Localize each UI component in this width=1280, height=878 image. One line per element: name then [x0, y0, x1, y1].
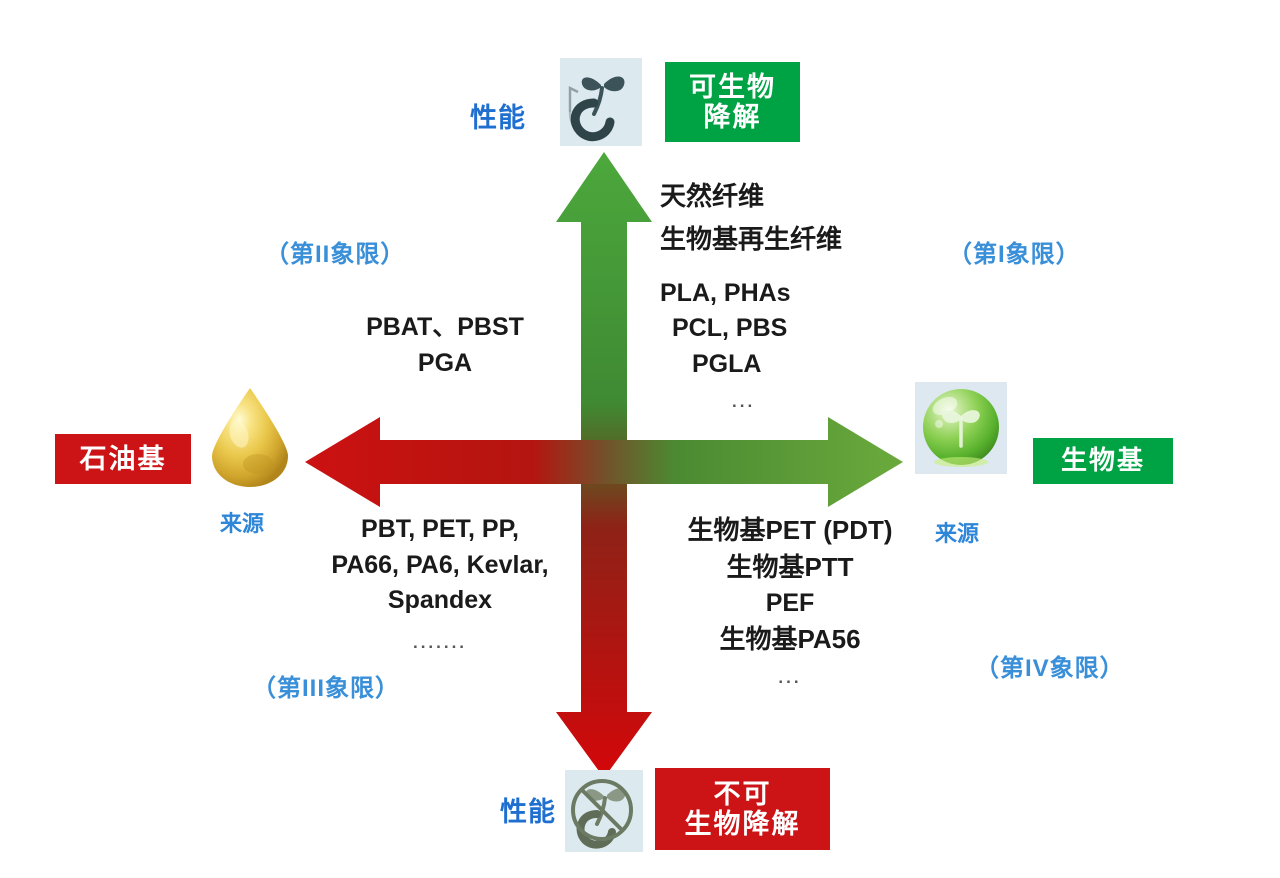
quadrant-3-items: PBT, PET, PP, PA66, PA6, Kevlar, Spandex… — [300, 512, 580, 653]
quadrant-2-items: PBAT、PBST PGA — [330, 310, 560, 381]
q3-item-2: Spandex — [387, 586, 493, 614]
quadrant-4-items: 生物基PET (PDT) 生物基PTT PEF 生物基PA56 ... — [640, 512, 940, 688]
q2-item-1: PGA — [417, 348, 473, 377]
right-source-label: 来源 — [935, 521, 980, 546]
left-source-label: 来源 — [220, 511, 265, 536]
biodegradable-sprout-icon — [560, 58, 642, 146]
q2-item-0: PBAT、PBST — [366, 313, 524, 341]
petroleum-based-tag: 石油基 — [55, 434, 191, 484]
q1-item-2: PLA, PHAs — [660, 278, 791, 307]
non-biodegradable-tag-line2: 生物降解 — [684, 809, 801, 839]
quadrant-1-items: 天然纤维 生物基再生纤维 PLA, PHAs PCL, PBS PGLA ... — [660, 178, 960, 412]
q4-item-4: ... — [778, 668, 802, 688]
non-biodegradable-tag: 不可 生物降解 — [655, 768, 830, 850]
q3-item-3: ....... — [412, 632, 468, 652]
green-bio-globe-icon — [915, 382, 1007, 474]
non-biodegradable-crossed-sprout-icon — [565, 770, 643, 852]
quadrant-3-label: （第III象限） — [252, 675, 401, 702]
q1-item-1: 生物基再生纤维 — [660, 223, 843, 254]
horizontal-axis-arrow — [305, 417, 903, 507]
q4-item-1: 生物基PTT — [726, 551, 854, 582]
top-axis-label: 性能 — [470, 103, 526, 133]
bottom-axis-label: 性能 — [500, 797, 556, 827]
q4-item-2: PEF — [765, 588, 815, 617]
oil-droplet-icon — [208, 386, 292, 495]
biodegradable-tag-line1: 可生物 — [689, 71, 776, 102]
quadrant-1-label: （第I象限） — [948, 241, 1081, 268]
q4-item-0: 生物基PET (PDT) — [687, 515, 893, 545]
q1-item-0: 天然纤维 — [660, 181, 765, 211]
biodegradable-tag: 可生物 降解 — [665, 62, 800, 142]
q4-item-3: 生物基PA56 — [719, 624, 861, 655]
q1-item-3: PCL, PBS — [672, 314, 788, 343]
q3-item-1: PA66, PA6, Kevlar, — [331, 550, 549, 579]
q1-item-5: ... — [732, 392, 756, 412]
quadrant-2-label: （第II象限） — [265, 241, 406, 268]
q3-item-0: PBT, PET, PP, — [361, 515, 519, 543]
biodegradable-tag-line2: 降解 — [703, 102, 762, 132]
non-biodegradable-tag-line1: 不可 — [713, 778, 772, 809]
q1-item-4: PGLA — [692, 349, 762, 378]
quadrant-4-label: （第IV象限） — [975, 655, 1125, 682]
bio-based-tag: 生物基 — [1033, 438, 1173, 484]
